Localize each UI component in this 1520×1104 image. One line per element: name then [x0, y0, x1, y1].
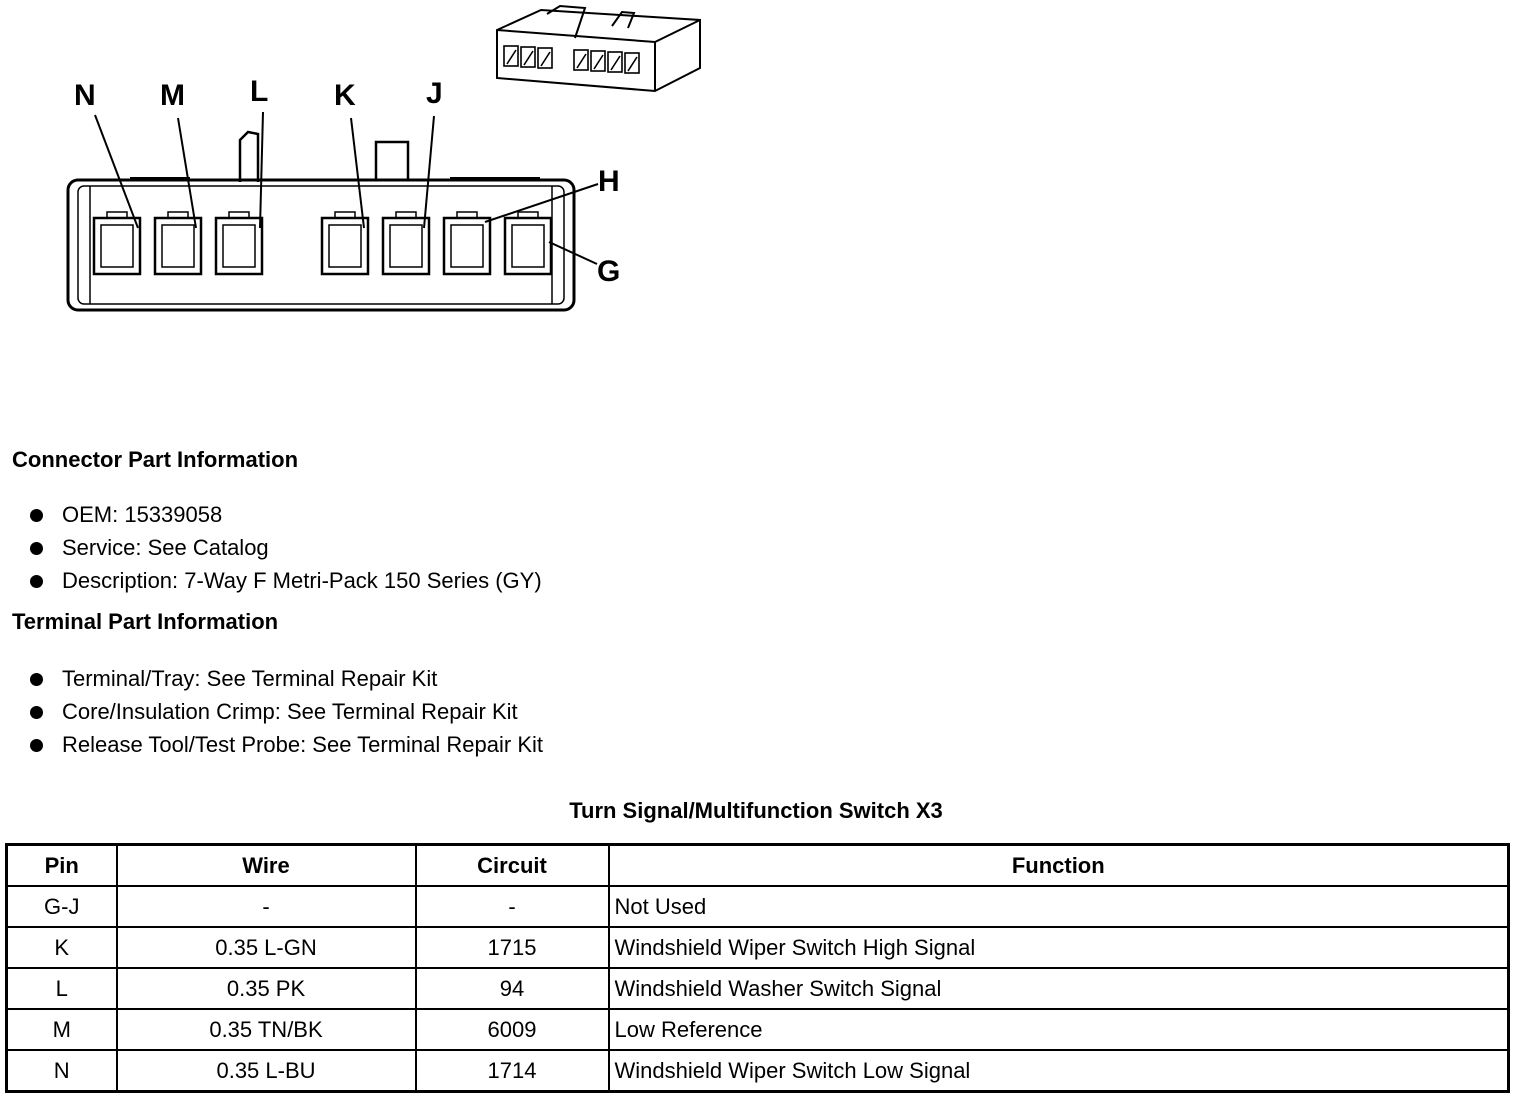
cavity-n: [92, 211, 142, 276]
pin-table: Pin Wire Circuit Function G-J - - Not Us…: [5, 843, 1510, 1093]
cell-pin: M: [5, 1008, 118, 1051]
column-header-wire: Wire: [115, 843, 417, 887]
cell-wire: -: [115, 885, 417, 928]
table-title: Turn Signal/Multifunction Switch X3: [569, 798, 943, 823]
cavity-k: [320, 211, 370, 276]
list-item: Core/Insulation Crimp: See Terminal Repa…: [0, 695, 543, 728]
cell-circuit: 1714: [414, 1049, 610, 1093]
list-item-text: Service: See Catalog: [62, 535, 269, 560]
list-item: OEM: 15339058: [0, 498, 542, 531]
table-row: G-J - - Not Used: [5, 885, 1510, 928]
terminal-cavities: [92, 211, 553, 276]
table-row: K 0.35 L-GN 1715 Windshield Wiper Switch…: [5, 926, 1510, 969]
cell-function: Windshield Wiper Switch Low Signal: [607, 1049, 1510, 1093]
column-header-pin: Pin: [5, 843, 118, 887]
bullet-icon: [30, 575, 43, 588]
cell-circuit: 1715: [414, 926, 610, 969]
column-header-function: Function: [607, 843, 1510, 887]
list-item-text: Terminal/Tray: See Terminal Repair Kit: [62, 666, 438, 691]
list-item: Service: See Catalog: [0, 531, 542, 564]
bullet-icon: [30, 509, 43, 522]
cell-function: Not Used: [607, 885, 1510, 928]
terminal-info-heading: Terminal Part Information: [12, 609, 279, 634]
list-item-text: OEM: 15339058: [62, 502, 223, 527]
cell-circuit: 94: [414, 967, 610, 1010]
list-item: Description: 7-Way F Metri-Pack 150 Seri…: [0, 564, 542, 597]
cell-wire: 0.35 PK: [115, 967, 417, 1010]
connector-info-heading: Connector Part Information: [12, 447, 299, 472]
pin-label-n: N: [74, 79, 96, 112]
cavity-g: [503, 211, 553, 276]
cell-circuit: -: [414, 885, 610, 928]
table-row: M 0.35 TN/BK 6009 Low Reference: [5, 1008, 1510, 1051]
cell-circuit: 6009: [414, 1008, 610, 1051]
bullet-icon: [30, 542, 43, 555]
leader-lines: [94, 111, 599, 265]
cavity-l: [214, 211, 264, 276]
list-item: Terminal/Tray: See Terminal Repair Kit: [0, 662, 543, 695]
cavity-j: [381, 211, 431, 276]
cell-function: Windshield Washer Switch Signal: [607, 967, 1510, 1010]
pin-label-h: H: [598, 165, 620, 198]
cell-pin: G-J: [5, 885, 118, 928]
bullet-icon: [30, 739, 43, 752]
bullet-icon: [30, 706, 43, 719]
cell-function: Windshield Wiper Switch High Signal: [607, 926, 1510, 969]
connector-face: [66, 130, 576, 312]
cell-wire: 0.35 L-BU: [115, 1049, 417, 1093]
cavity-m: [153, 211, 203, 276]
connector-iso-view: [496, 4, 701, 93]
cavity-h: [442, 211, 492, 276]
bullet-icon: [30, 673, 43, 686]
pin-label-m: M: [160, 79, 185, 112]
cell-wire: 0.35 TN/BK: [115, 1008, 417, 1051]
list-item-text: Core/Insulation Crimp: See Terminal Repa…: [62, 699, 518, 724]
connector-info-list: OEM: 15339058 Service: See Catalog Descr…: [0, 498, 542, 597]
pin-label-k: K: [334, 79, 356, 112]
list-item-text: Description: 7-Way F Metri-Pack 150 Seri…: [62, 568, 542, 593]
pin-label-j: J: [426, 77, 443, 110]
cell-function: Low Reference: [607, 1008, 1510, 1051]
pin-label-g: G: [597, 255, 620, 288]
cell-pin: K: [5, 926, 118, 969]
pin-label-l: L: [250, 75, 268, 108]
connector-diagram: N M L K J H G: [66, 4, 701, 312]
cell-pin: L: [5, 967, 118, 1010]
table-row: N 0.35 L-BU 1714 Windshield Wiper Switch…: [5, 1049, 1510, 1093]
table-header-row: Pin Wire Circuit Function: [5, 843, 1510, 887]
terminal-info-list: Terminal/Tray: See Terminal Repair Kit C…: [0, 662, 543, 761]
cell-wire: 0.35 L-GN: [115, 926, 417, 969]
cell-pin: N: [5, 1049, 118, 1093]
list-item: Release Tool/Test Probe: See Terminal Re…: [0, 728, 543, 761]
pin-labels: N M L K J H G: [74, 75, 620, 288]
table-row: L 0.35 PK 94 Windshield Washer Switch Si…: [5, 967, 1510, 1010]
column-header-circuit: Circuit: [414, 843, 610, 887]
list-item-text: Release Tool/Test Probe: See Terminal Re…: [62, 732, 543, 757]
